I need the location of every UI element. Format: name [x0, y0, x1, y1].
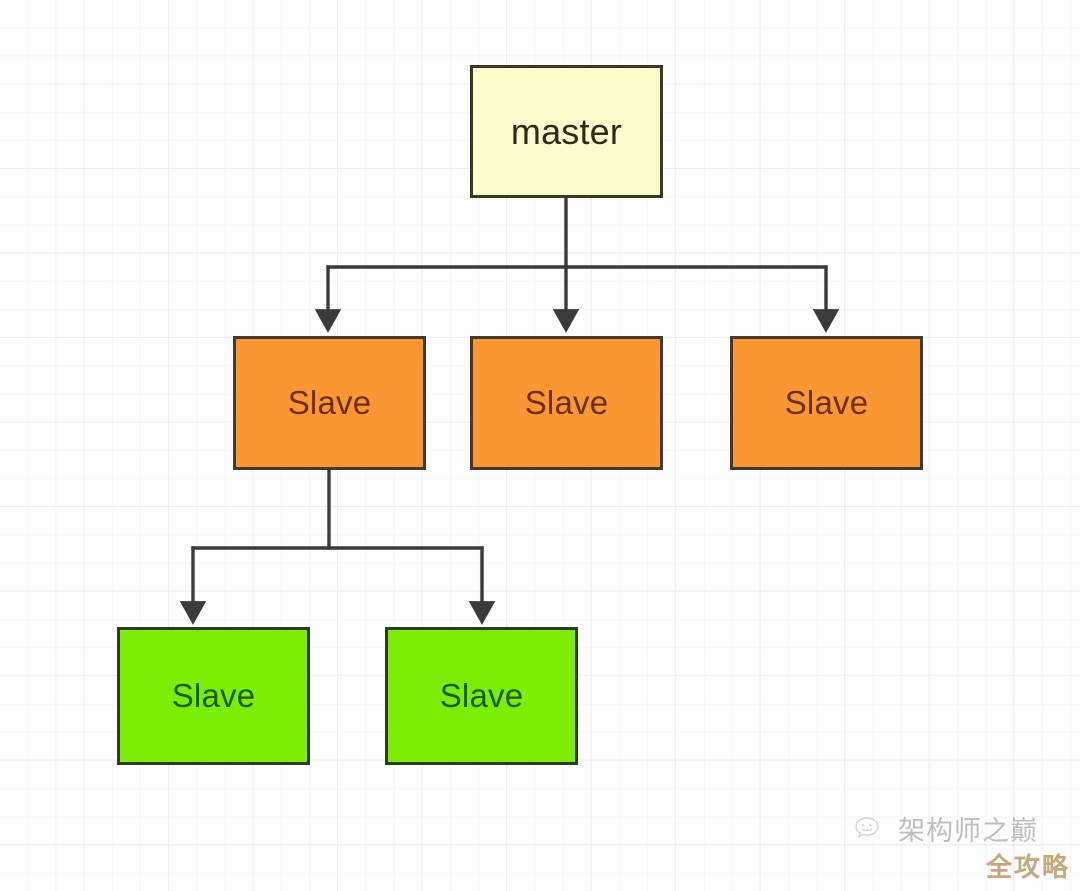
node-master[interactable]: master — [470, 65, 663, 198]
node-slave-5-label: Slave — [439, 677, 524, 714]
watermark-brand-text: 架构师之巅 — [898, 816, 1038, 847]
edge-master-to-slaves — [314, 196, 840, 333]
node-slave-3-label: Slave — [784, 384, 869, 421]
node-slave-4-label: Slave — [171, 677, 256, 714]
edge-slave1-to-green-slaves — [179, 468, 496, 625]
node-slave-5[interactable]: Slave — [385, 627, 578, 765]
node-slave-2-label: Slave — [524, 384, 609, 421]
watermark-tagline-row: 全攻略 — [986, 847, 1070, 884]
node-slave-1[interactable]: Slave — [233, 336, 426, 470]
node-slave-3[interactable]: Slave — [730, 336, 923, 470]
watermark: 架构师之巅 全攻略 — [846, 803, 1076, 889]
node-master-label: master — [510, 110, 623, 152]
node-slave-2[interactable]: Slave — [470, 336, 663, 470]
watermark-tagline-text: 全攻略 — [985, 853, 1070, 883]
node-slave-1-label: Slave — [287, 384, 372, 421]
wechat-icon — [854, 814, 888, 844]
node-slave-4[interactable]: Slave — [117, 627, 310, 765]
watermark-brand-row: 架构师之巅 — [854, 809, 1038, 848]
